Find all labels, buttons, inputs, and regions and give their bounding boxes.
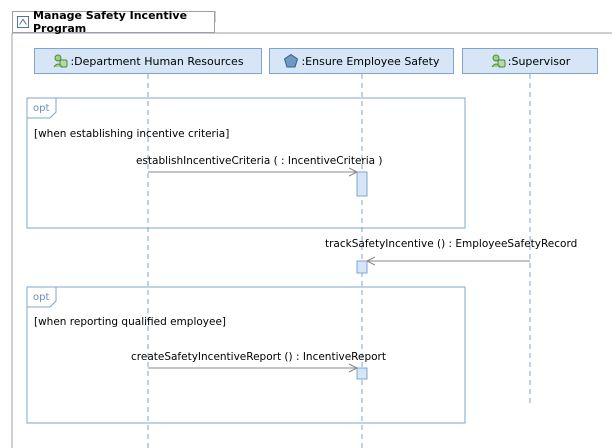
opt-fragment-2-tab — [27, 287, 57, 308]
fragment-operator-1: opt — [33, 103, 50, 114]
opt-fragment-1-tab — [27, 98, 57, 119]
opt-fragment-2[interactable] — [26, 286, 466, 424]
message-label-3: createSafetyIncentiveReport () : Incenti… — [131, 351, 386, 363]
message-label-1: establishIncentiveCriteria ( : Incentive… — [136, 155, 383, 167]
fragment-guard-2: [when reporting qualified employee] — [34, 316, 227, 328]
diagram-title: Manage Safety Incentive Program — [33, 9, 188, 35]
message-arrowhead-3 — [348, 363, 359, 373]
message-arrowhead-1 — [348, 167, 359, 177]
lifeline-head-supervisor[interactable]: :Supervisor — [462, 48, 598, 74]
actor-role-icon — [54, 54, 68, 68]
lifeline-label-hr: :Department Human Resources — [70, 54, 244, 68]
activation-bar-3 — [356, 367, 368, 380]
lifeline-label-supervisor: :Supervisor — [507, 54, 571, 68]
lifeline-head-hr[interactable]: :Department Human Resources — [34, 48, 262, 74]
actor-role-icon — [491, 54, 506, 68]
pentagon-goal-icon — [284, 53, 299, 68]
diagram-title-tab[interactable]: Manage Safety Incentive Program — [12, 9, 215, 35]
opt-fragment-1[interactable] — [26, 97, 466, 229]
lifeline-label-safety: :Ensure Employee Safety — [301, 54, 440, 68]
lifeline-head-safety[interactable]: :Ensure Employee Safety — [269, 48, 454, 74]
fragment-operator-2: opt — [33, 292, 50, 303]
message-label-2: trackSafetyIncentive () : EmployeeSafety… — [325, 238, 578, 250]
message-arrowhead-2 — [365, 256, 376, 266]
fragment-guard-1: [when establishing incentive criteria] — [34, 128, 230, 140]
diagram-frame — [11, 11, 612, 448]
activation-bar-2 — [356, 260, 368, 274]
sequence-diagram-icon — [17, 16, 29, 28]
activation-bar-1 — [356, 171, 368, 197]
